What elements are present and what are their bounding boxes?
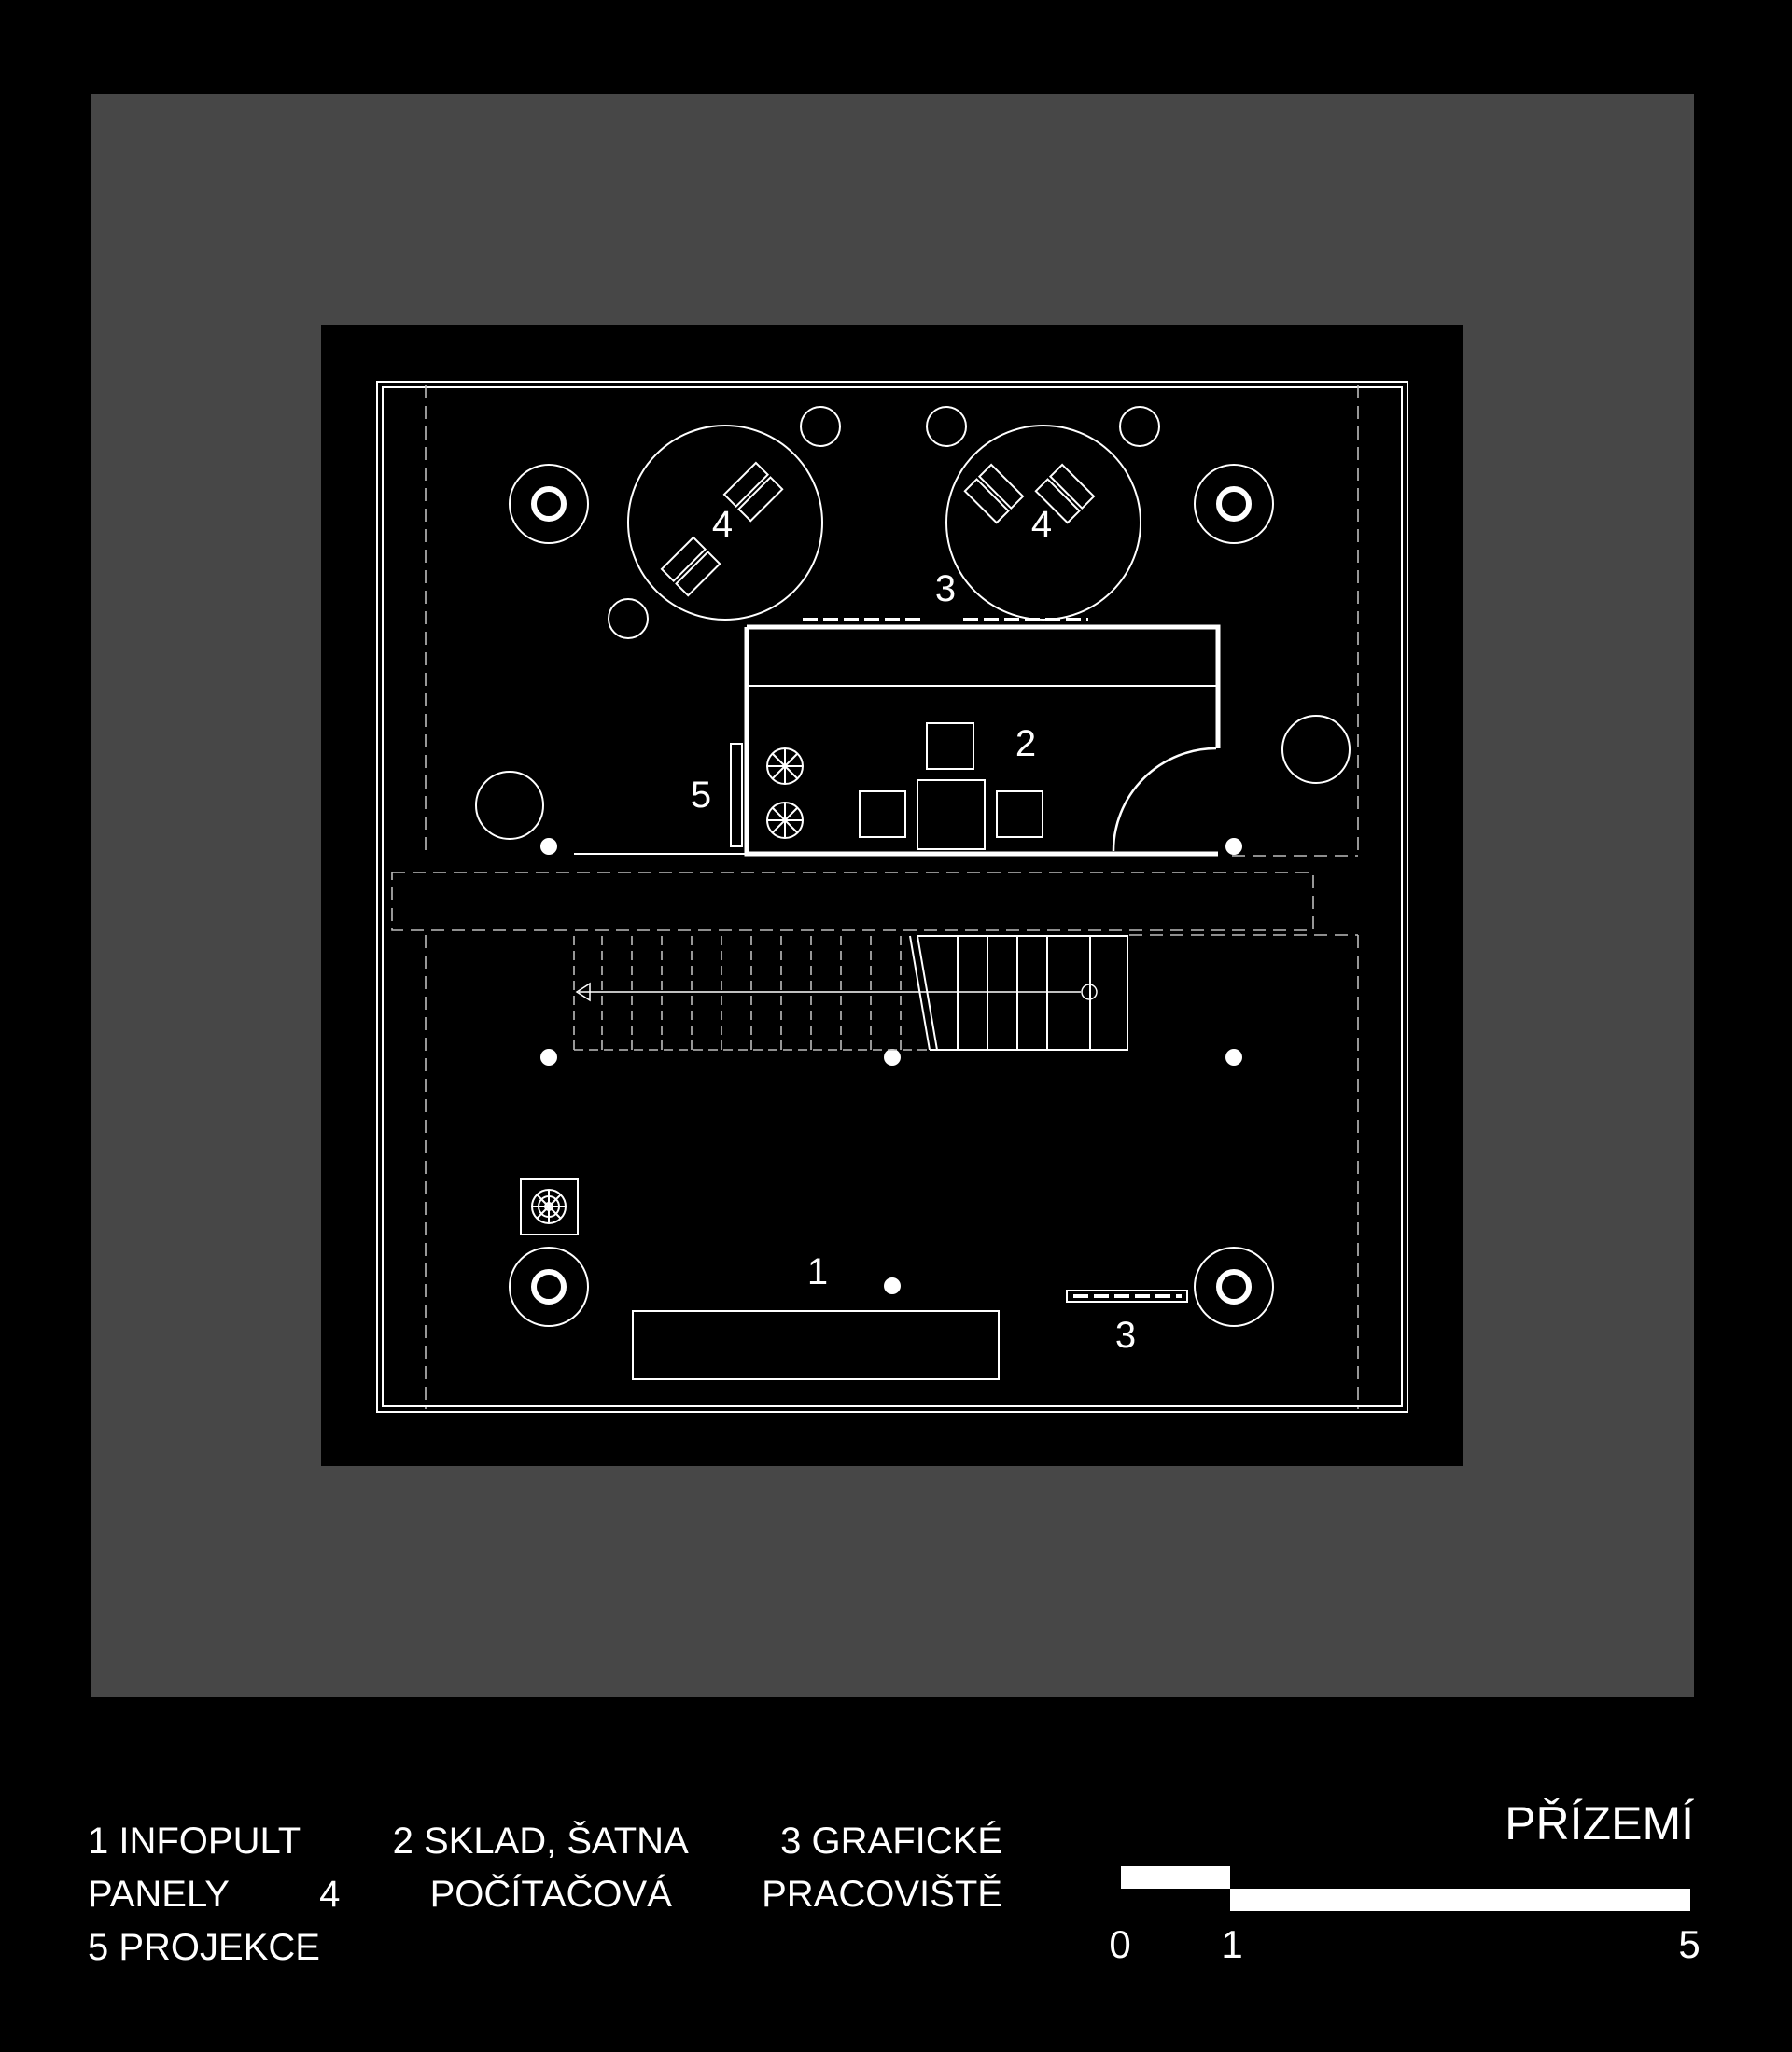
label-pc-right: 4: [1031, 504, 1052, 545]
scale-bar-segment: [1121, 1866, 1230, 1889]
legend-row: 1 INFOPULT 2 SKLAD, ŠATNA 3 GRAFICKÉ: [88, 1815, 1002, 1868]
column: [509, 464, 589, 544]
legend-item: 1 INFOPULT: [88, 1821, 301, 1862]
legend-item: POČÍTAČOVÁ: [429, 1874, 672, 1915]
label-pc-left: 4: [712, 504, 733, 545]
scale-bar: [1115, 1866, 1703, 1922]
column: [509, 1247, 589, 1327]
storage-chair: [926, 722, 974, 770]
legend: 1 INFOPULT 2 SKLAD, ŠATNA 3 GRAFICKÉ PAN…: [88, 1815, 1002, 1975]
scale-tick: 0: [1109, 1922, 1131, 1966]
workstation-left: [627, 425, 823, 621]
floor-title: PŘÍZEMÍ: [1505, 1797, 1694, 1850]
scale-tick: 1: [1221, 1922, 1243, 1966]
scale-tick: 5: [1678, 1922, 1701, 1966]
outer-walls: [376, 381, 1408, 1413]
legend-item: 3 GRAFICKÉ: [780, 1821, 1002, 1862]
legend-item: 4: [319, 1874, 341, 1915]
label-projekce: 5: [691, 775, 711, 816]
column: [1194, 464, 1274, 544]
workstation-right: [945, 425, 1141, 621]
legend-item: PANELY: [88, 1874, 230, 1915]
legend-row: 5 PROJEKCE: [88, 1921, 1002, 1975]
legend-item: PRACOVIŠTĚ: [762, 1874, 1002, 1915]
label-panels-bottom: 3: [1115, 1315, 1136, 1356]
floor-plan: 1 2 3 3 4 4 5: [91, 94, 1694, 1697]
infopult-counter: [632, 1310, 1000, 1380]
legend-row: PANELY 4 POČÍTAČOVÁ PRACOVIŠTĚ: [88, 1868, 1002, 1921]
projector-icon: [766, 747, 804, 785]
scale-bar-segment: [1230, 1889, 1690, 1911]
small-pillars: [540, 838, 1242, 1294]
dashed-edges: [391, 385, 1359, 1409]
storage-room: [574, 624, 1221, 857]
column: [1194, 1247, 1274, 1327]
projection-screen: [730, 743, 743, 847]
graphic-panel: [1066, 1290, 1188, 1303]
storage-chair: [996, 790, 1043, 838]
projector-icon: [766, 802, 804, 839]
label-infopult: 1: [807, 1251, 828, 1292]
label-panels-top: 3: [935, 568, 956, 609]
label-sklad: 2: [1015, 723, 1036, 764]
storage-table: [917, 779, 986, 850]
storage-chair: [859, 790, 906, 838]
plant-icon: [520, 1178, 579, 1235]
round-seats: [475, 406, 1351, 840]
legend-item: 5 PROJEKCE: [88, 1927, 320, 1968]
staircase: [573, 935, 1128, 1051]
legend-item: 2 SKLAD, ŠATNA: [392, 1821, 689, 1862]
round-columns: [509, 464, 1274, 1327]
building-footprint: [321, 325, 1463, 1466]
